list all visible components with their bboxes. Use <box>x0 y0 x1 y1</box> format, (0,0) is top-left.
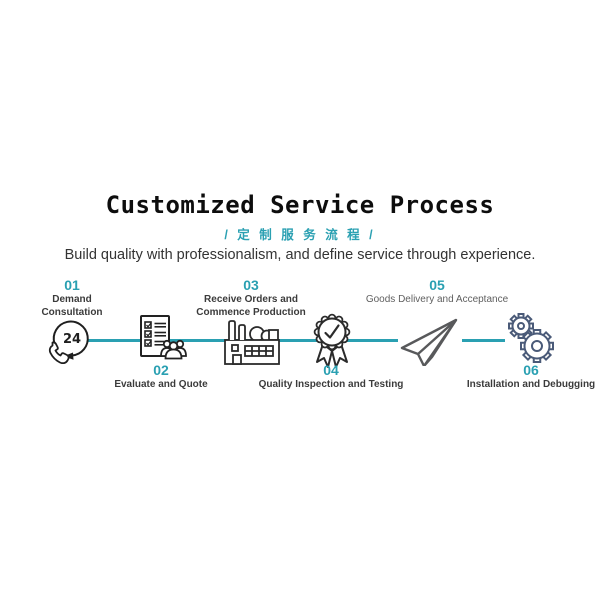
step-06: 06 Installation and Debugging <box>466 362 596 392</box>
banner-header: Customized Service Process / 定 制 服 务 流 程… <box>0 191 600 264</box>
process-connector-line <box>88 339 518 342</box>
checklist-team-icon <box>140 315 187 360</box>
phone-24h-icon: 24 <box>48 320 89 364</box>
step-02: 02 Evaluate and Quote <box>114 362 208 392</box>
step-03-number: 03 <box>243 277 259 293</box>
tagline: Build quality with professionalism, and … <box>64 247 536 264</box>
step-03: 03 Receive Orders and Commence Productio… <box>192 277 310 319</box>
gears-icon <box>505 312 561 368</box>
step-01-label: Demand Consultation <box>41 294 103 318</box>
process-diagram: 24 <box>0 277 600 398</box>
step-04-label: Quality Inspection and Testing <box>258 379 404 391</box>
step-01-number: 01 <box>64 277 80 293</box>
step-02-label: Evaluate and Quote <box>114 379 208 391</box>
step-02-number: 02 <box>153 362 169 378</box>
svg-text:24: 24 <box>63 332 81 347</box>
medal-check-icon <box>313 313 351 368</box>
subtitle-chinese: / 定 制 服 务 流 程 / <box>224 228 376 243</box>
page-title: Customized Service Process <box>105 191 495 219</box>
step-01: 01 Demand Consultation <box>29 277 115 319</box>
step-05-label: Goods Delivery and Acceptance <box>365 294 509 306</box>
step-04: 04 Quality Inspection and Testing <box>258 362 404 392</box>
step-03-label: Receive Orders and Commence Production <box>196 294 306 318</box>
step-04-number: 04 <box>323 362 339 378</box>
factory-icon <box>224 320 280 365</box>
step-05-number: 05 <box>429 277 445 293</box>
step-05: 05 Goods Delivery and Acceptance <box>365 277 509 307</box>
step-06-label: Installation and Debugging <box>466 379 596 391</box>
paper-plane-icon <box>398 316 462 366</box>
step-06-number: 06 <box>523 362 539 378</box>
